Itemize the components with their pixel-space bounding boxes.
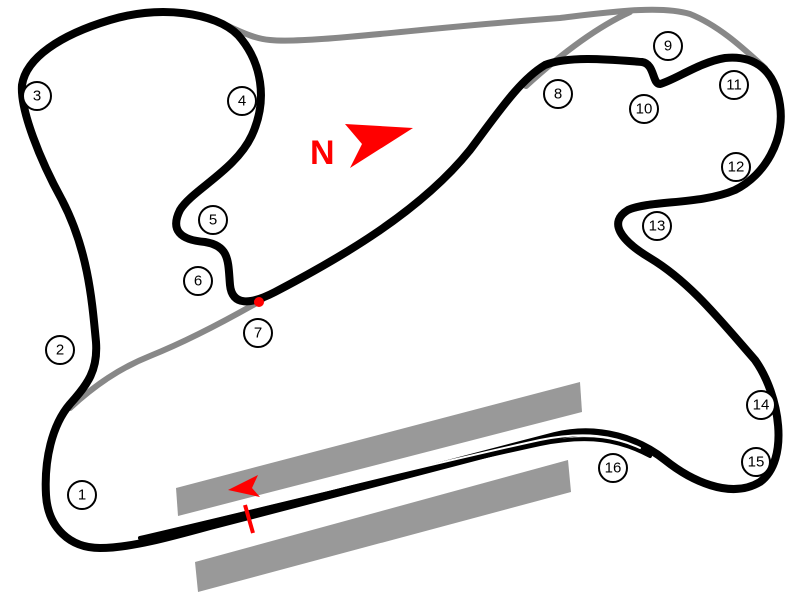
corner-marker-1: 1 bbox=[67, 480, 97, 510]
north-indicator: N bbox=[310, 124, 413, 172]
corner-label: 6 bbox=[194, 273, 202, 290]
pit-building-upper bbox=[176, 382, 582, 516]
corner-label: 2 bbox=[56, 342, 64, 359]
back-straight-shortcut bbox=[67, 297, 265, 411]
corner-label: 8 bbox=[554, 86, 562, 103]
pit-lane-separator bbox=[149, 434, 641, 533]
corner-label: 15 bbox=[748, 454, 765, 471]
corner-markers: 1 2 3 4 5 6 7 8 9 10 11 12 13 14 15 16 bbox=[22, 31, 776, 510]
corner-marker-9: 9 bbox=[653, 31, 683, 61]
corner-label: 4 bbox=[238, 93, 246, 110]
pit-lane-inner bbox=[138, 437, 652, 540]
corner-label: 1 bbox=[78, 487, 86, 504]
corner-marker-14: 14 bbox=[746, 390, 776, 420]
corner-label: 3 bbox=[33, 88, 41, 105]
corner-marker-15: 15 bbox=[741, 447, 771, 477]
start-finish bbox=[228, 475, 260, 534]
corner-marker-2: 2 bbox=[45, 335, 75, 365]
main-circuit bbox=[17, 8, 785, 552]
top-connector-road bbox=[209, 6, 768, 71]
pit-building-lower bbox=[195, 460, 571, 592]
pit-buildings bbox=[176, 382, 582, 592]
corner-label: 14 bbox=[753, 397, 770, 414]
corner-label: 10 bbox=[636, 101, 653, 118]
corner-marker-13: 13 bbox=[642, 211, 672, 241]
corner-label: 13 bbox=[649, 218, 666, 235]
corner-marker-10: 10 bbox=[629, 94, 659, 124]
corner-marker-6: 6 bbox=[183, 266, 213, 296]
corner-label: 9 bbox=[664, 38, 672, 55]
corner-label: 11 bbox=[726, 77, 742, 94]
direction-arrow-icon bbox=[228, 475, 260, 497]
corner-marker-11: 11 bbox=[719, 70, 749, 100]
start-finish-line bbox=[243, 504, 255, 534]
corner-label: 12 bbox=[728, 159, 745, 176]
corner-marker-7: 7 bbox=[243, 318, 273, 348]
link-road-to-turn-8 bbox=[523, 9, 633, 89]
corner-label: 5 bbox=[209, 212, 217, 229]
main-track bbox=[17, 8, 785, 552]
corner-marker-12: 12 bbox=[721, 152, 751, 182]
corner-marker-16: 16 bbox=[598, 453, 628, 483]
corner-marker-8: 8 bbox=[543, 79, 573, 109]
north-letter: N bbox=[310, 134, 335, 172]
corner-marker-5: 5 bbox=[198, 205, 228, 235]
corner-marker-3: 3 bbox=[22, 81, 52, 111]
corner-marker-4: 4 bbox=[227, 86, 257, 116]
corner-label: 7 bbox=[254, 325, 262, 342]
north-arrow-icon bbox=[345, 124, 413, 168]
alternative-layouts bbox=[67, 6, 768, 411]
timing-marker bbox=[254, 297, 264, 307]
corner-label: 16 bbox=[605, 460, 622, 477]
